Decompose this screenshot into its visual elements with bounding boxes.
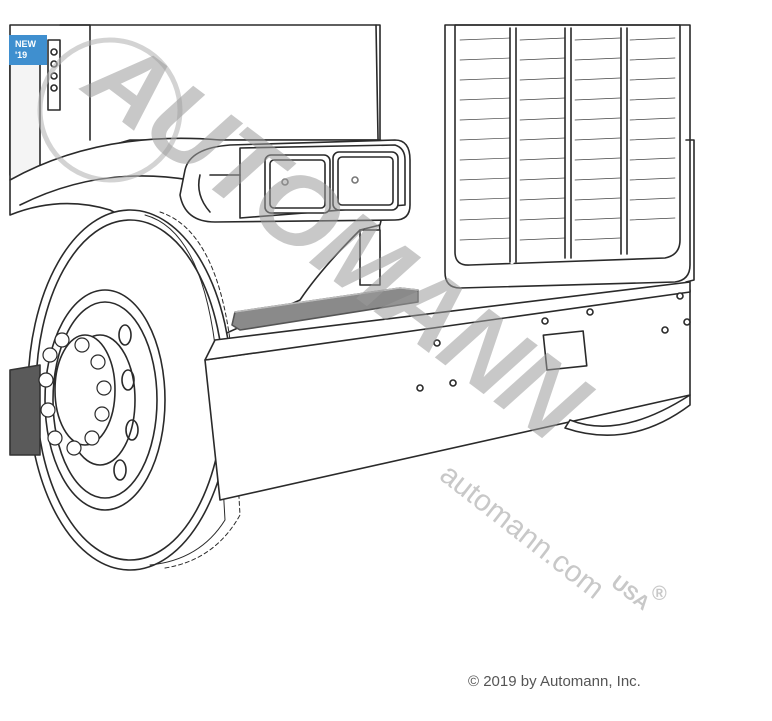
badge-line-2: '19: [15, 50, 28, 60]
watermark-url: automann.com: [434, 458, 611, 606]
front-wheel: [38, 289, 166, 511]
watermark-suffix: USA: [607, 572, 654, 615]
copyright-notice: © 2019 by Automann, Inc.: [468, 673, 641, 690]
grille: [444, 24, 695, 289]
headlight-assembly: [179, 139, 411, 223]
badge-line-1: NEW: [15, 39, 36, 49]
new-2019-badge: NEW '19: [9, 35, 47, 65]
hood-side: [9, 44, 41, 181]
watermark-mark: ®: [652, 583, 667, 605]
far-tire: [564, 394, 691, 437]
step-bar: [231, 229, 419, 331]
